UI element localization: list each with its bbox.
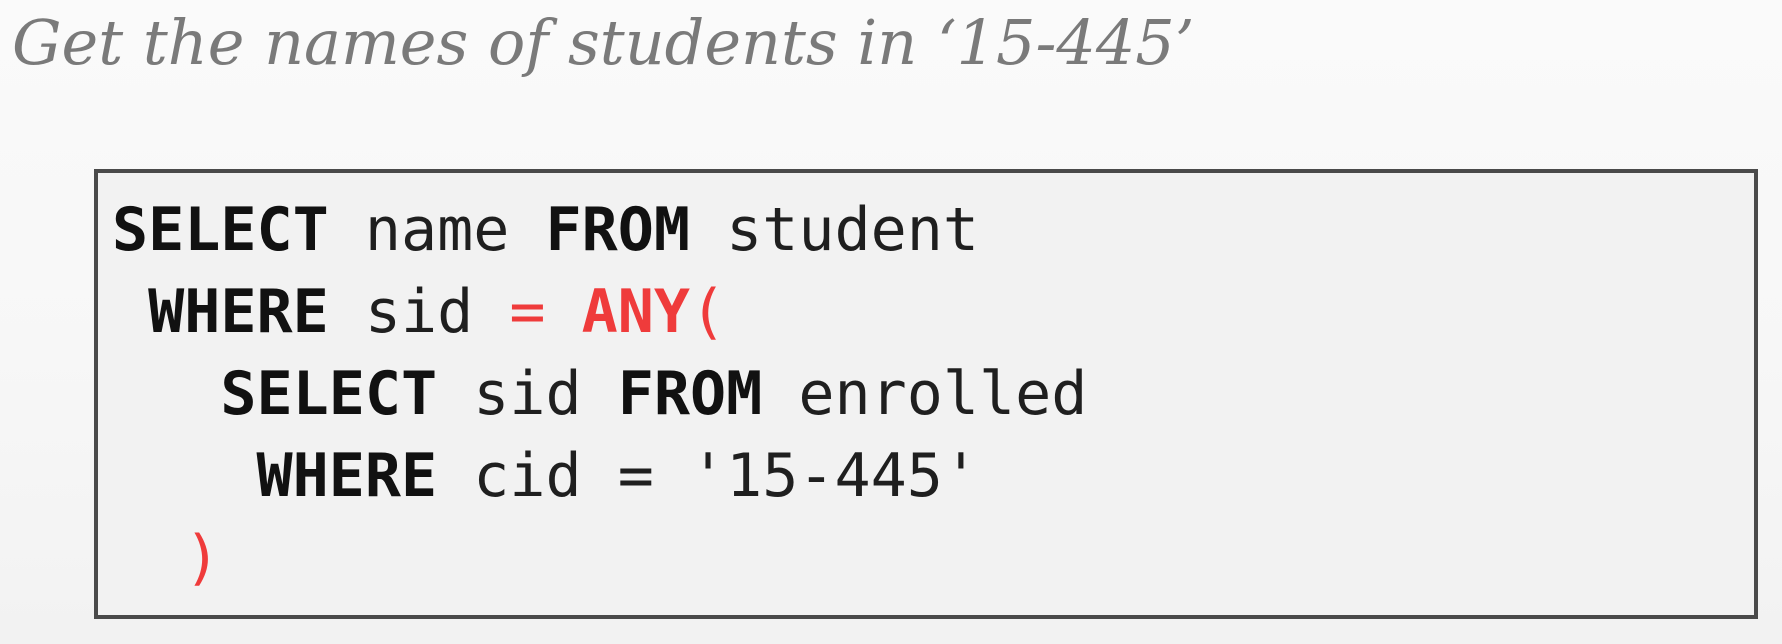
sql-text: student xyxy=(690,195,979,265)
sql-text: sid xyxy=(437,359,618,429)
sql-keyword: SELECT xyxy=(112,195,329,265)
slide-title: Get the names of students in ‘15-445’ xyxy=(12,6,1195,79)
sql-indent xyxy=(112,441,257,511)
sql-keyword: FROM xyxy=(617,359,763,429)
code-line-3: SELECT sid FROM enrolled xyxy=(112,353,1087,435)
code-line-1: SELECT name FROM student xyxy=(112,189,1087,271)
sql-highlight-operator: ( xyxy=(690,277,727,347)
sql-text: sid xyxy=(328,277,510,347)
code-line-5: ) xyxy=(112,517,1087,599)
sql-indent xyxy=(112,277,148,347)
sql-code-box: SELECT name FROM student WHERE sid = ANY… xyxy=(94,169,1758,619)
sql-keyword: SELECT xyxy=(220,359,438,429)
sql-text: name xyxy=(328,195,546,265)
sql-highlight-operator: = xyxy=(509,277,546,347)
sql-highlight-keyword: ANY xyxy=(581,277,690,347)
sql-keyword: WHERE xyxy=(148,277,329,347)
code-line-4: WHERE cid = '15-445' xyxy=(112,435,1087,517)
code-line-2: WHERE sid = ANY( xyxy=(112,271,1087,353)
sql-indent xyxy=(112,359,220,429)
sql-text: enrolled xyxy=(762,359,1088,429)
sql-keyword: WHERE xyxy=(256,441,438,511)
sql-keyword: FROM xyxy=(545,195,691,265)
sql-indent xyxy=(112,523,184,593)
sql-text: cid = '15-445' xyxy=(437,441,979,511)
sql-indent xyxy=(546,277,582,347)
sql-code: SELECT name FROM student WHERE sid = ANY… xyxy=(112,189,1087,599)
sql-highlight-operator: ) xyxy=(184,523,221,593)
